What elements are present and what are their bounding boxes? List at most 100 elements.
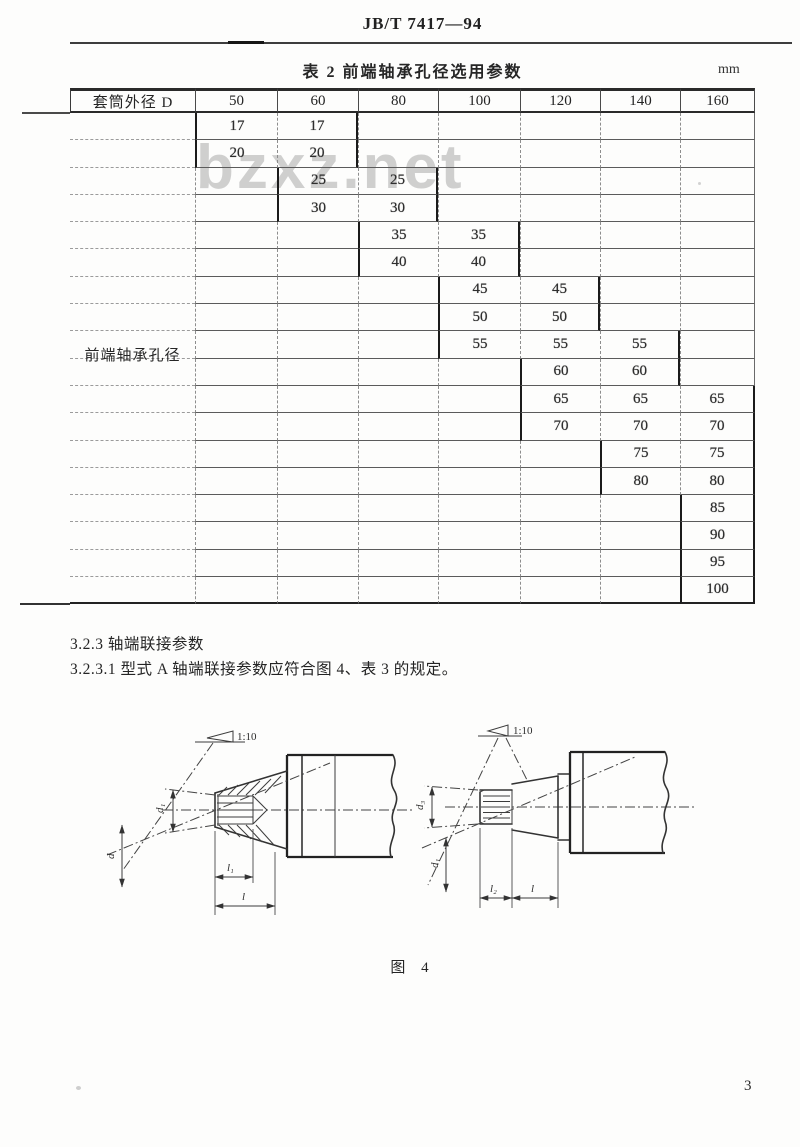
empty-cell <box>277 413 358 441</box>
bore-value-cell: 55 <box>600 331 680 359</box>
column-header: 140 <box>600 88 680 113</box>
row-label-cell <box>70 304 195 332</box>
row-label-cell <box>70 441 195 468</box>
bore-value-cell: 20 <box>277 140 358 168</box>
figure-caption: 图 4 <box>390 960 435 976</box>
empty-cell <box>438 113 520 141</box>
empty-cell <box>277 358 358 386</box>
header-rule-dark-segment <box>228 41 264 44</box>
empty-cell <box>600 140 680 168</box>
break-line <box>661 751 670 854</box>
taper-cone <box>511 775 559 839</box>
dim-lengths: l₁ l <box>214 829 276 915</box>
empty-cell <box>438 577 520 605</box>
empty-cell <box>277 495 358 523</box>
empty-cell <box>600 276 680 305</box>
empty-cell <box>600 522 680 550</box>
empty-cell <box>438 358 520 386</box>
row-label-cell <box>70 550 195 578</box>
row-label-cell <box>70 195 195 223</box>
empty-cell <box>680 249 755 277</box>
dim-label-l: l <box>242 891 245 903</box>
empty-cell <box>277 304 358 332</box>
column-header: 60 <box>277 88 358 113</box>
bore-value-cell: 70 <box>680 413 755 441</box>
empty-cell <box>600 167 680 195</box>
bore-value-cell: 75 <box>680 440 755 468</box>
bore-value-cell: 60 <box>520 358 600 386</box>
empty-cell <box>438 495 520 523</box>
empty-cell <box>358 331 438 359</box>
empty-cell <box>277 222 358 250</box>
taper-flag-icon <box>478 724 522 737</box>
empty-cell <box>195 549 277 578</box>
empty-cell <box>195 385 277 414</box>
empty-cell <box>358 577 438 605</box>
empty-cell <box>438 440 520 468</box>
empty-cell <box>600 577 680 605</box>
dim-label-l1: l₁ <box>227 862 234 874</box>
empty-cell <box>520 113 600 141</box>
empty-cell <box>600 304 680 332</box>
unit-label: mm <box>718 62 740 77</box>
empty-cell <box>195 167 277 195</box>
bore-value-cell: 65 <box>520 385 600 414</box>
empty-cell <box>680 194 755 223</box>
page-header: JB/T 7417—94 <box>362 14 483 33</box>
empty-cell <box>358 549 438 578</box>
empty-cell <box>358 385 438 414</box>
dim-label-d: d <box>105 853 117 859</box>
bore-value-cell: 85 <box>680 495 755 523</box>
row-label: 前端轴承孔径 <box>84 348 181 364</box>
projection-line-steep <box>427 737 499 886</box>
projection-line-shallow <box>421 756 636 849</box>
dim-label-l2: l₂ <box>490 883 497 895</box>
bore-value-cell: 40 <box>438 249 520 277</box>
empty-cell <box>358 276 438 305</box>
empty-cell <box>680 140 755 168</box>
column-header: 100 <box>438 88 520 113</box>
empty-cell <box>600 249 680 277</box>
dim-d1: d₁ <box>429 837 449 893</box>
bore-value-cell: 65 <box>680 385 755 414</box>
empty-cell <box>195 358 277 386</box>
row-label-cell <box>70 140 195 168</box>
taper-ratio-label: 1:10 <box>237 731 257 743</box>
empty-cell <box>680 304 755 332</box>
row-label-cell <box>70 522 195 550</box>
empty-cell <box>195 577 277 605</box>
empty-cell <box>277 249 358 277</box>
empty-cell <box>680 167 755 195</box>
empty-cell <box>195 222 277 250</box>
dim-d3: d₃ <box>414 785 479 829</box>
empty-cell <box>520 549 600 578</box>
bore-value-cell: 35 <box>438 222 520 250</box>
empty-cell <box>195 467 277 496</box>
bore-value-cell: 45 <box>520 276 600 305</box>
empty-cell <box>358 495 438 523</box>
dim-lengths: l₂ l <box>479 828 559 908</box>
column-header: 50 <box>195 88 277 113</box>
empty-cell <box>520 522 600 550</box>
column-header: 80 <box>358 88 438 113</box>
row-label-cell <box>70 249 195 277</box>
bore-value-cell: 35 <box>358 222 438 250</box>
dim-label-d1: d₁ <box>429 859 441 869</box>
bore-value-cell: 20 <box>195 140 277 168</box>
table-line-extension-top <box>22 112 70 114</box>
taper-flag-icon <box>195 730 245 743</box>
empty-cell <box>195 304 277 332</box>
empty-cell <box>358 440 438 468</box>
page-number: 3 <box>744 1078 752 1094</box>
projection-line-steep <box>122 742 214 871</box>
dim-label-l: l <box>531 883 534 895</box>
empty-cell <box>277 440 358 468</box>
empty-cell <box>520 194 600 223</box>
row-label-cell <box>70 413 195 441</box>
empty-cell <box>277 522 358 550</box>
shaft-body <box>557 750 670 855</box>
empty-cell <box>520 440 600 468</box>
header-rule <box>70 42 792 44</box>
empty-cell <box>195 413 277 441</box>
